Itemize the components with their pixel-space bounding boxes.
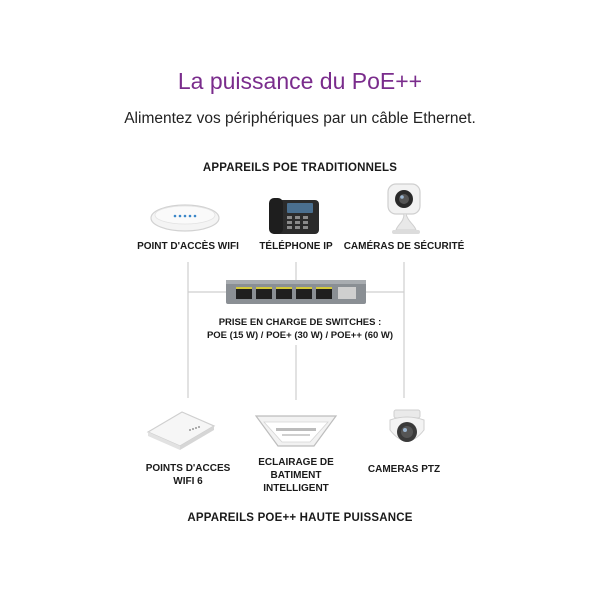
device-label-lighting-line3: INTELLIGENT <box>263 483 329 494</box>
switch-caption-line1: PRISE EN CHARGE DE SWITCHES : <box>218 317 382 328</box>
traditional-devices-heading: APPAREILS POE TRADITIONNELS <box>202 162 398 174</box>
security-camera-icon <box>387 183 421 234</box>
device-label-ip-phone: TÉLÉPHONE IP <box>259 241 333 252</box>
high-power-devices-heading: APPAREILS POE++ HAUTE PUISSANCE <box>187 512 413 524</box>
smart-lighting-icon <box>254 415 338 447</box>
page-title: La puissance du PoE++ <box>177 68 423 94</box>
device-label-wifi-access-point: POINT D'ACCÈS WIFI <box>137 241 239 252</box>
ip-phone-icon <box>269 198 319 234</box>
device-label-security-cameras: CAMÉRAS DE SÉCURITÉ <box>343 241 465 252</box>
switch-caption-line2: POE (15 W) / POE+ (30 W) / POE++ (60 W) <box>206 330 394 341</box>
device-label-lighting-line1: ECLAIRAGE DE <box>258 457 334 468</box>
page-subtitle: Alimentez vos périphériques par un câble… <box>124 110 476 127</box>
device-label-wifi6-line1: POINTS D'ACCES <box>145 463 231 474</box>
wifi6-access-point-icon <box>146 411 216 450</box>
wifi-access-point-icon <box>150 204 220 232</box>
poe-switch-icon <box>226 280 366 304</box>
device-label-wifi6-line2: WIFI 6 <box>173 476 203 487</box>
device-label-lighting-line2: BATIMENT <box>270 470 322 481</box>
ptz-camera-icon <box>389 409 425 442</box>
device-label-ptz-cameras: CAMERAS PTZ <box>367 464 441 475</box>
